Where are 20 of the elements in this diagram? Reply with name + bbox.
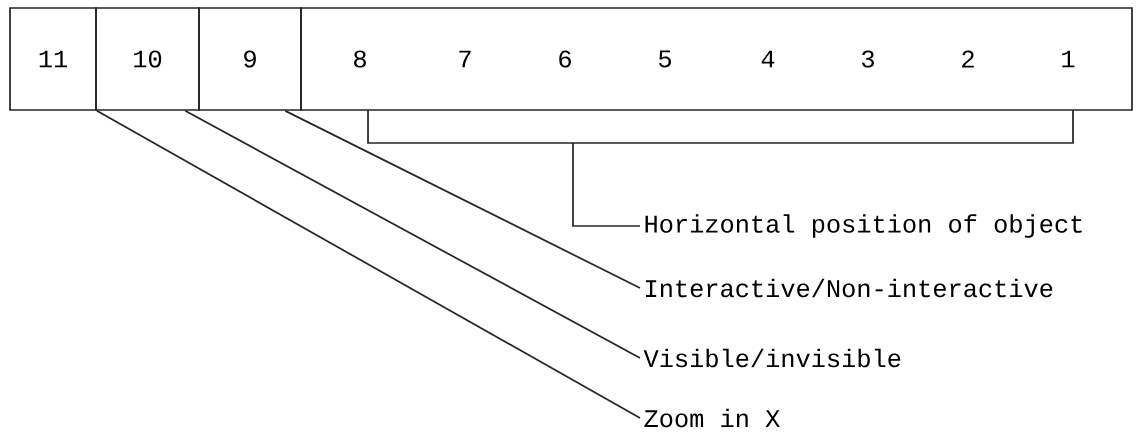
bit-number: 6 — [559, 50, 571, 68]
bit-number: 8 — [354, 50, 366, 68]
leader-line — [284, 110, 641, 289]
bit-number: 5 — [659, 50, 671, 68]
field-label: Zoom in X — [644, 408, 780, 428]
field-label: Visible/invisible — [643, 348, 901, 368]
bit-cell: 10 — [95, 7, 200, 111]
leader-line — [184, 110, 641, 359]
bit-number: 3 — [862, 50, 874, 68]
bit-field-box — [300, 7, 1133, 111]
field-label: Interactive/Non-interactive — [646, 278, 1053, 298]
bit-cell: 11 — [9, 7, 97, 111]
bit-number: 1 — [1062, 50, 1075, 68]
bit-number: 7 — [459, 50, 471, 68]
leader-line — [96, 110, 641, 419]
field-label: Horizontal position of object — [645, 214, 1082, 238]
leader-line — [572, 142, 641, 227]
bit-number: 4 — [761, 50, 775, 68]
bit-number: 2 — [962, 50, 974, 68]
bit-cell: 9 — [198, 7, 302, 111]
